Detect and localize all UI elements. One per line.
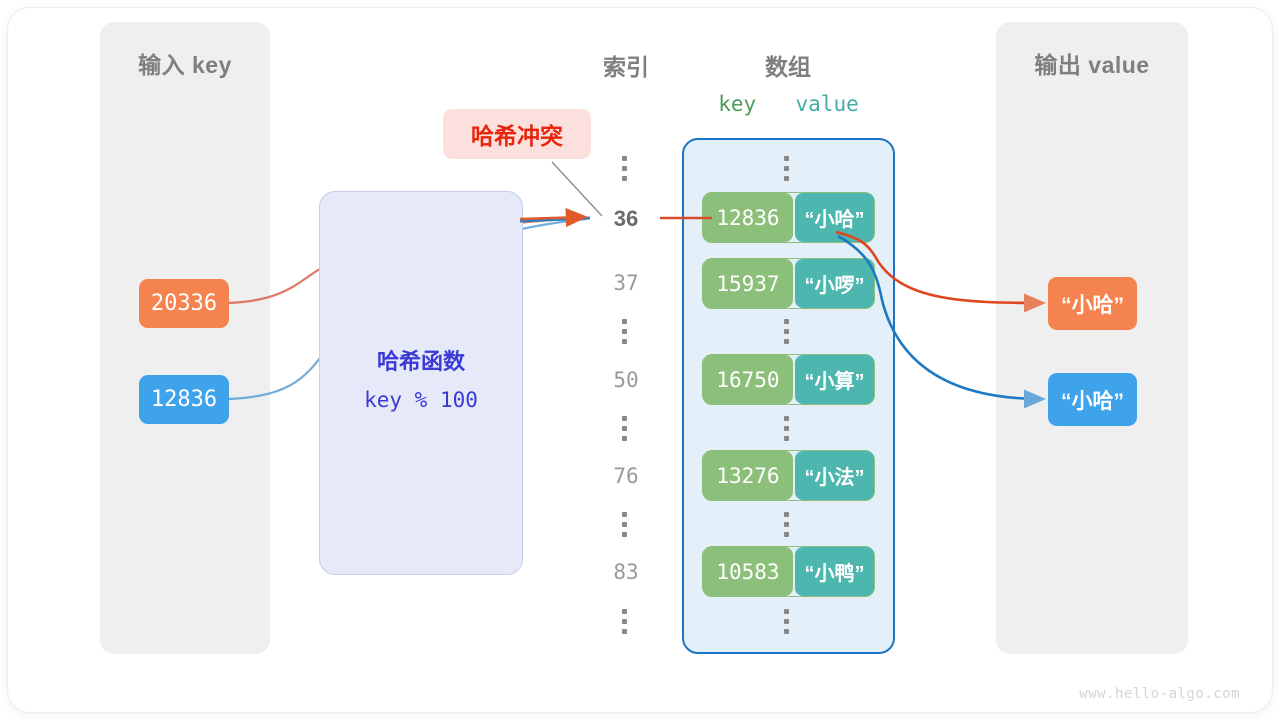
pair-value: “小算” [794, 355, 874, 404]
array-key-header: key [718, 92, 757, 116]
output-value: “小哈” [1061, 389, 1124, 413]
pair-key: 12836 [703, 193, 793, 242]
index-column-title: 索引 [603, 54, 649, 80]
index-ellipsis [622, 609, 630, 634]
input-key-value: 12836 [150, 387, 218, 412]
array-pair-row: 12836 “小哈” [702, 192, 875, 243]
output-value-chip-2: “小哈” [1048, 373, 1137, 426]
array-title: 数组 [765, 54, 811, 80]
pair-key: 16750 [703, 355, 793, 404]
pair-key: 15937 [703, 259, 793, 308]
input-key-chip-1: 20336 [139, 279, 229, 328]
collision-label: 哈希冲突 [471, 123, 563, 149]
pair-value: “小法” [794, 451, 874, 500]
array-pair-row: 15937 “小啰” [702, 258, 875, 309]
input-panel-title: 输入 key [138, 52, 232, 78]
index-label-37: 37 [613, 271, 639, 295]
array-ellipsis [784, 156, 792, 181]
collision-badge: 哈希冲突 [443, 109, 591, 159]
index-label-83: 83 [613, 560, 639, 584]
input-panel: 输入 key [100, 22, 270, 654]
array-pair-row: 16750 “小算” [702, 354, 875, 405]
array-ellipsis [784, 512, 792, 537]
array-pair-row: 13276 “小法” [702, 450, 875, 501]
input-key-chip-2: 12836 [139, 375, 229, 424]
pair-key: 10583 [703, 547, 793, 596]
array-kv-header: key value [682, 92, 895, 116]
array-ellipsis [784, 416, 792, 441]
hash-function-box: 哈希函数 key % 100 [319, 191, 523, 575]
array-value-header: value [795, 92, 859, 116]
index-label-50: 50 [613, 368, 639, 392]
index-ellipsis [622, 416, 630, 441]
array-pair-row: 10583 “小鸭” [702, 546, 875, 597]
array-ellipsis [784, 609, 792, 634]
index-label-36: 36 [613, 206, 639, 231]
index-label-76: 76 [613, 464, 639, 488]
input-key-value: 20336 [150, 291, 218, 316]
pair-value: “小鸭” [794, 547, 874, 596]
output-panel-title: 输出 value [1034, 52, 1150, 78]
output-panel: 输出 value [996, 22, 1188, 654]
pair-value: “小啰” [794, 259, 874, 308]
pair-key: 13276 [703, 451, 793, 500]
index-ellipsis [622, 512, 630, 537]
hash-function-title: 哈希函数 [376, 349, 465, 374]
output-value-chip-1: “小哈” [1048, 277, 1137, 330]
output-value: “小哈” [1061, 293, 1124, 317]
index-ellipsis [622, 319, 630, 344]
pair-value: “小哈” [794, 193, 874, 242]
watermark: www.hello-algo.com [1079, 686, 1240, 702]
index-ellipsis [622, 156, 630, 181]
array-ellipsis [784, 319, 792, 344]
hash-function-formula: key % 100 [364, 388, 478, 412]
